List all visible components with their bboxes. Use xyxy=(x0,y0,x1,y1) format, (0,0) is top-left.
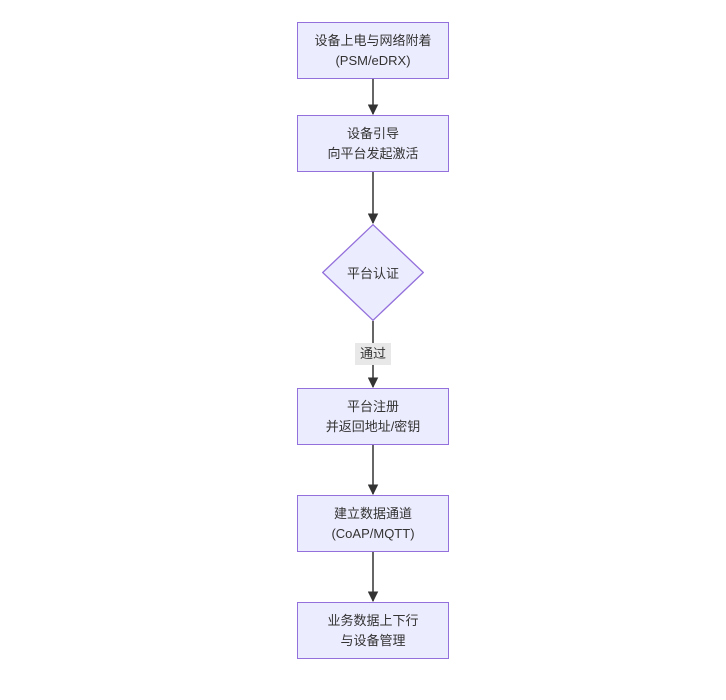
node-power-on-network-attach: 设备上电与网络附着 (PSM/eDRX) xyxy=(297,22,449,79)
node-business-data: 业务数据上下行 与设备管理 xyxy=(297,602,449,659)
node-text-line: (PSM/eDRX) xyxy=(335,52,411,68)
node-text-line: (CoAP/MQTT) xyxy=(331,525,415,541)
diamond-shape xyxy=(322,224,424,321)
node-text-line: 与设备管理 xyxy=(340,632,406,648)
edge-label-pass: 通过 xyxy=(354,343,392,365)
node-data-channel: 建立数据通道 (CoAP/MQTT) xyxy=(297,495,449,552)
node-device-bootstrap: 设备引导 向平台发起激活 xyxy=(297,115,449,172)
node-text-line: 并返回地址/密钥 xyxy=(325,418,421,434)
node-platform-register: 平台注册 并返回地址/密钥 xyxy=(297,388,449,445)
node-text-line: 平台认证 xyxy=(346,266,399,281)
node-text-line: 设备上电与网络附着 xyxy=(314,32,432,48)
node-platform-auth: 平台认证 xyxy=(322,224,424,321)
node-text-line: 向平台发起激活 xyxy=(327,145,419,161)
node-text-line: 建立数据通道 xyxy=(333,505,412,521)
node-text-line: 业务数据上下行 xyxy=(327,612,419,628)
node-text-line: 平台注册 xyxy=(346,398,399,414)
node-text-line: 设备引导 xyxy=(346,125,399,141)
